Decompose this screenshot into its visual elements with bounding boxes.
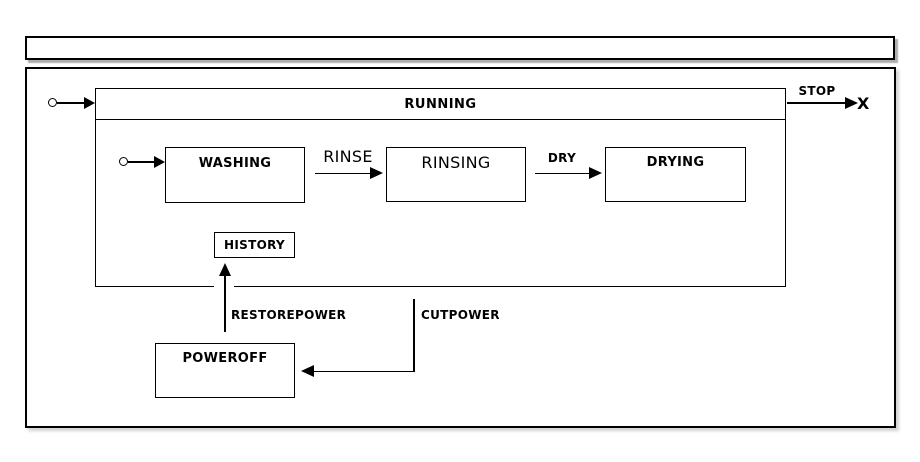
state-drying-label: DRYING [646,155,705,170]
arrowhead-up-icon [218,263,231,276]
restorepower-transition-line [224,276,226,332]
state-history[interactable]: HISTORY [214,232,295,258]
state-history-label: HISTORY [224,238,285,252]
state-drying[interactable]: DRYING [605,147,746,202]
state-running-header: RUNNING [96,89,785,120]
initial-state-icon [119,157,128,166]
arrowhead-right-icon [370,166,383,179]
cutpower-transition-line-horizontal [314,370,414,373]
initial-transition-line [128,161,154,163]
arrowhead-right-icon [589,166,602,179]
state-running-label: RUNNING [404,96,477,112]
transition-label-restorepower: RESTOREPOWER [231,308,347,322]
dry-transition-line [535,172,589,174]
window-title-bar [25,36,895,60]
cutpower-transition-line-vertical [413,299,415,372]
border-gap [214,285,234,289]
transition-label-stop: STOP [798,84,836,98]
state-washing[interactable]: WASHING [165,147,305,203]
final-state-marker: X [857,94,870,113]
initial-transition-line [57,102,85,104]
state-rinsing-label: RINSING [421,153,491,172]
state-washing-label: WASHING [198,156,272,171]
rinse-transition-line [315,172,370,174]
arrowhead-right-icon [84,97,95,109]
transition-label-rinse: RINSE [323,147,373,166]
state-rinsing[interactable]: RINSING [386,147,526,202]
arrowhead-right-icon [154,156,165,168]
state-poweroff-label: POWEROFF [182,351,268,366]
arrowhead-right-icon [845,96,858,109]
stop-transition-line [787,102,845,104]
initial-state-icon [48,98,57,107]
state-poweroff[interactable]: POWEROFF [155,343,295,398]
arrowhead-left-icon [301,365,314,377]
transition-label-cutpower: CUTPOWER [421,308,500,322]
transition-label-dry: DRY [547,151,577,165]
